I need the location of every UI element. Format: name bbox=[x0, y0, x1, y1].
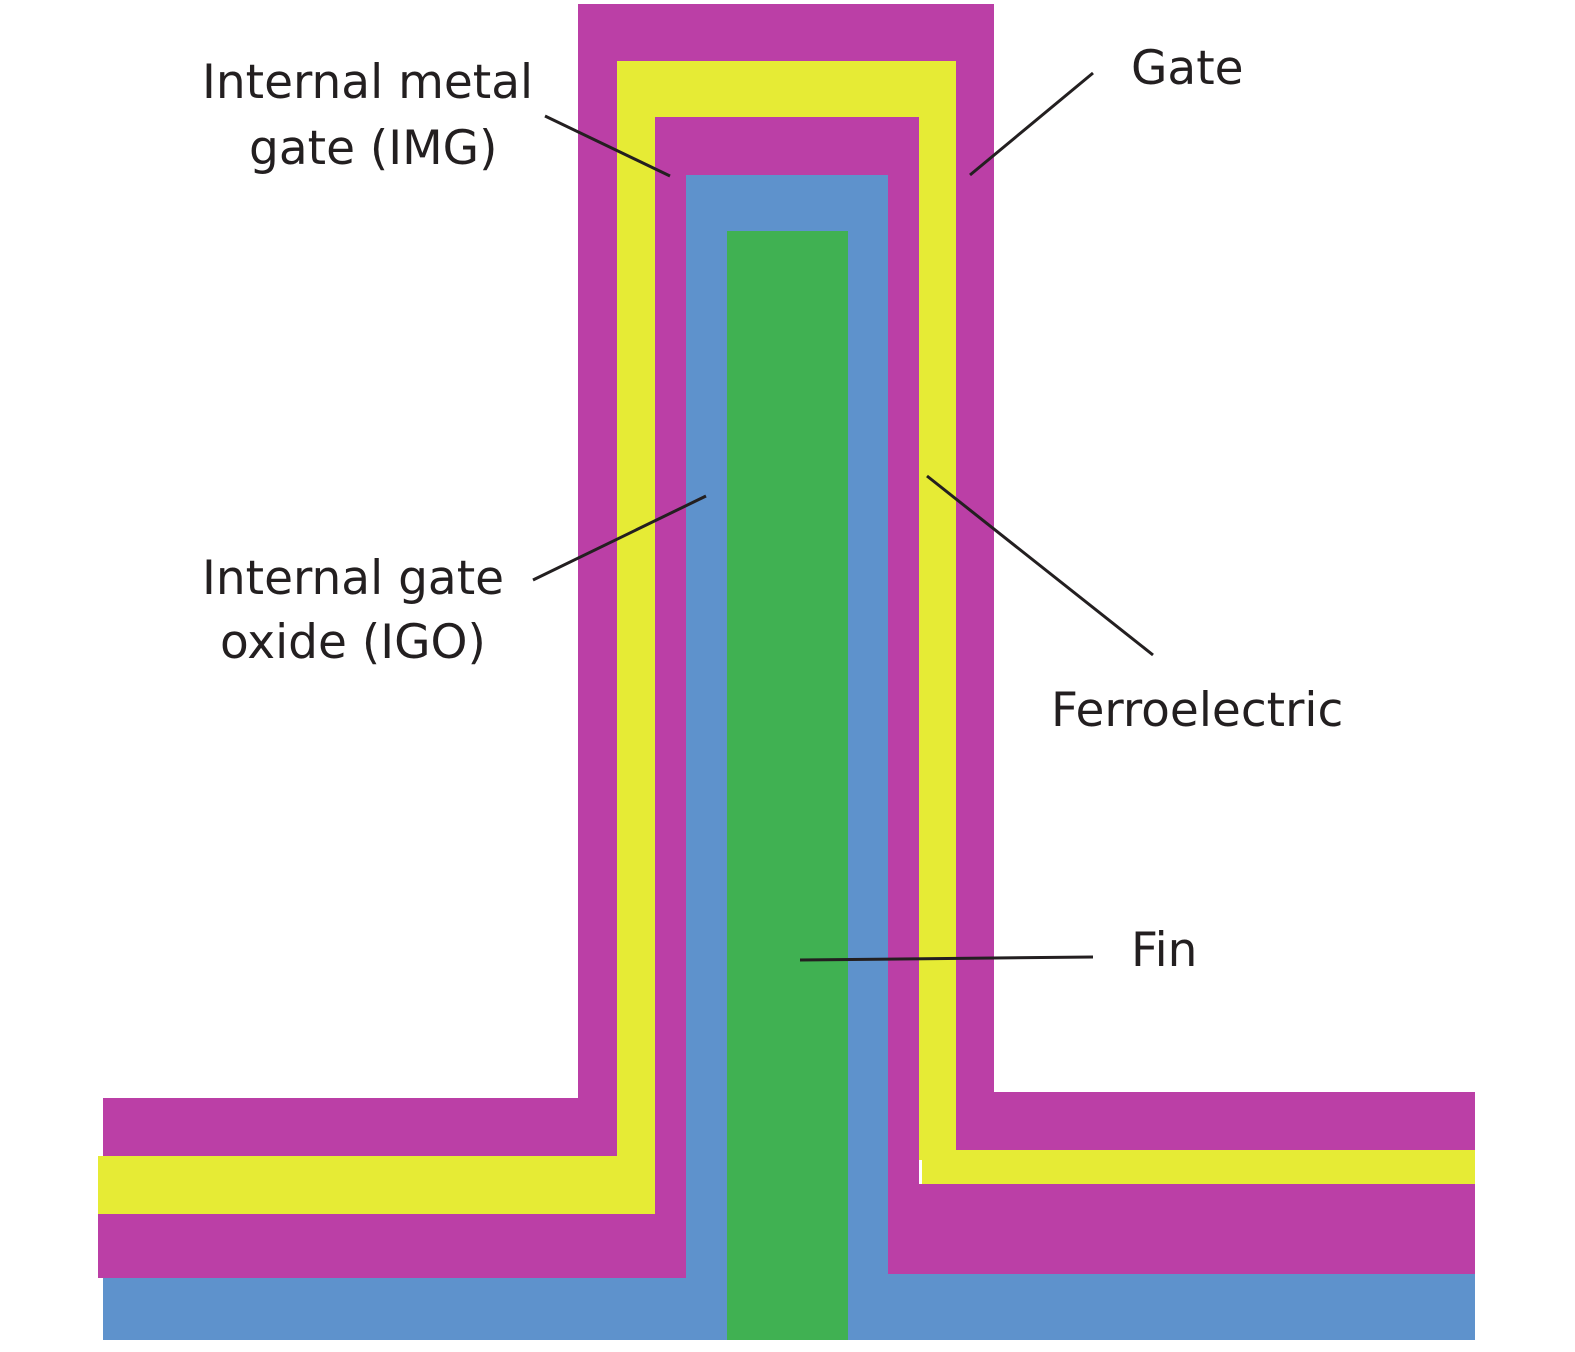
gate-right-arm bbox=[955, 1092, 1475, 1150]
label-igo-line1: Internal gate bbox=[202, 551, 504, 606]
label-fin: Fin bbox=[1131, 923, 1197, 978]
leader-line-gate bbox=[969, 71, 1094, 177]
label-ferroelectric: Ferroelectric bbox=[1051, 683, 1343, 738]
gate-left-arm bbox=[103, 1098, 618, 1156]
label-igo-line2: oxide (IGO) bbox=[220, 615, 486, 670]
img-right-arm bbox=[886, 1184, 1475, 1274]
leader-lines bbox=[532, 71, 1154, 962]
ferroelectric-left-arm bbox=[98, 1156, 657, 1214]
igo-right-arm bbox=[888, 1274, 1475, 1340]
igo-left-arm bbox=[103, 1278, 693, 1340]
label-gate: Gate bbox=[1131, 41, 1244, 96]
img-left-arm bbox=[98, 1214, 692, 1278]
labels: Internal metal gate (IMG) Gate Internal … bbox=[202, 41, 1343, 978]
leader-line-fin bbox=[799, 955, 1094, 962]
label-img-line2: gate (IMG) bbox=[249, 121, 497, 176]
leader-line-igo bbox=[532, 494, 707, 582]
leader-line-ferroelectric bbox=[926, 474, 1154, 657]
fin-layer bbox=[727, 231, 848, 1340]
layer-stack bbox=[98, 4, 1475, 1340]
label-img-line1: Internal metal bbox=[202, 55, 533, 110]
leader-line-img bbox=[544, 114, 671, 178]
